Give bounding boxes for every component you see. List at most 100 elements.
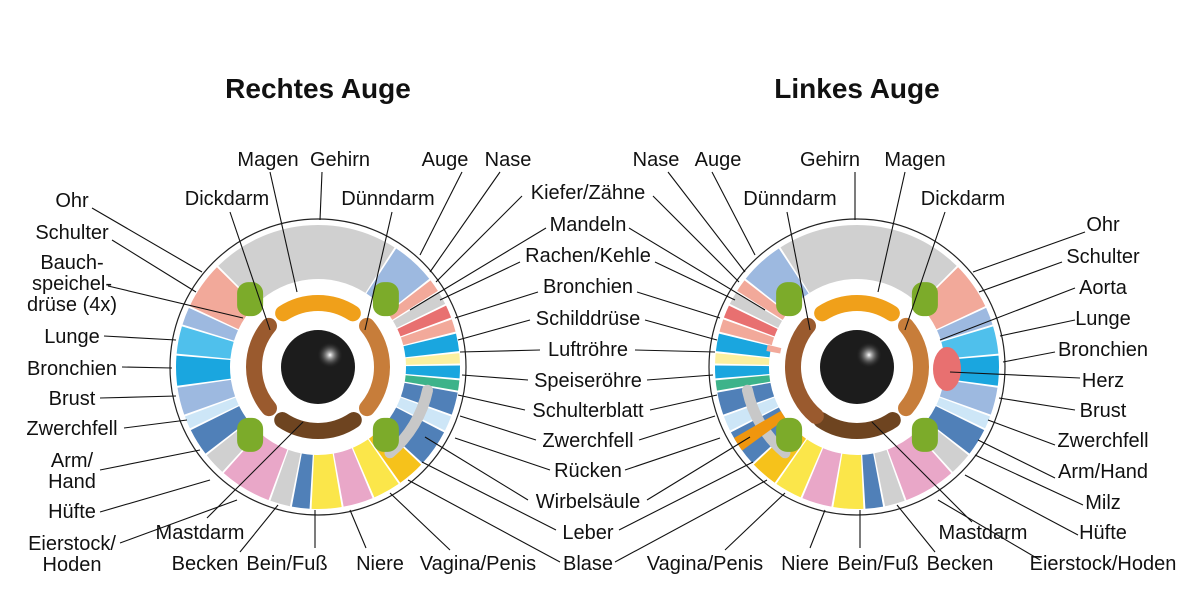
iris-zone-segment bbox=[291, 453, 313, 509]
leader-line bbox=[618, 461, 754, 531]
intestine-arc-right bbox=[359, 317, 390, 417]
leader-line bbox=[459, 415, 537, 441]
leader-line bbox=[636, 291, 721, 319]
leader-line bbox=[407, 479, 561, 563]
leader-line bbox=[614, 479, 768, 563]
iris-zone-segment bbox=[397, 305, 452, 337]
organ-label: Brust bbox=[1080, 400, 1127, 422]
leader-line bbox=[638, 415, 716, 441]
leader-line bbox=[877, 171, 906, 293]
iris-zone-segment bbox=[403, 333, 460, 358]
leader-line bbox=[107, 285, 244, 319]
shared-organ-label: Rücken bbox=[554, 460, 622, 482]
leader-line bbox=[896, 504, 936, 553]
organ-label: Vagina/Penis bbox=[647, 553, 763, 575]
lymph-zone bbox=[776, 282, 803, 317]
organ-label: Milz bbox=[1085, 492, 1121, 514]
organ-label: Lunge bbox=[1075, 308, 1131, 330]
iris-zone-segment bbox=[176, 326, 234, 359]
iris-zone-segment bbox=[333, 448, 373, 507]
leader-line bbox=[978, 261, 1063, 293]
organ-label: Becken bbox=[172, 553, 239, 575]
organ-label: Ohr bbox=[55, 190, 89, 212]
iris-zone-segment bbox=[737, 280, 788, 320]
leader-line bbox=[364, 211, 393, 331]
iris-zone-segment bbox=[352, 439, 399, 498]
organ-label: Bein/Fuß bbox=[246, 553, 327, 575]
leader-line bbox=[972, 231, 1086, 273]
leader-line bbox=[389, 492, 451, 551]
leader-line bbox=[711, 171, 756, 256]
left-eye bbox=[708, 218, 1006, 516]
organ-label: Herz bbox=[1082, 370, 1124, 392]
pupil-highlight bbox=[856, 342, 882, 368]
iris-zone-segment bbox=[405, 365, 460, 379]
organ-label: Hüfte bbox=[48, 501, 96, 523]
leader-line bbox=[99, 395, 177, 399]
organ-label: Magen bbox=[884, 149, 945, 171]
iris-zone-segment bbox=[936, 397, 991, 429]
organ-label: Becken bbox=[927, 553, 994, 575]
pupil-highlight bbox=[317, 342, 343, 368]
iris-zone-segment bbox=[729, 292, 783, 328]
leader-line bbox=[269, 171, 298, 293]
iris-zone-segment bbox=[177, 379, 236, 415]
iris-zone-segment bbox=[400, 319, 456, 346]
leader-line bbox=[111, 239, 197, 293]
shared-organ-label: Wirbelsäule bbox=[536, 491, 640, 513]
leader-line bbox=[628, 227, 766, 311]
leader-line bbox=[454, 291, 539, 319]
leader-line bbox=[123, 419, 188, 429]
organ-label: Mastdarm bbox=[939, 522, 1028, 544]
organ-label: Vagina/Penis bbox=[420, 553, 536, 575]
iris-zone-segment bbox=[723, 305, 778, 337]
iris-zone-segment bbox=[404, 375, 460, 391]
shared-organ-label: Zwerchfell bbox=[542, 430, 633, 452]
organ-label: Mastdarm bbox=[156, 522, 245, 544]
leader-line bbox=[319, 171, 323, 221]
leader-line bbox=[454, 437, 551, 471]
organ-label: Gehirn bbox=[310, 149, 370, 171]
leader-line bbox=[634, 349, 716, 353]
leader-line bbox=[646, 374, 714, 381]
iris-zone-segment bbox=[941, 326, 999, 359]
iris-zone-segment bbox=[182, 307, 238, 341]
organ-label: Dünndarm bbox=[341, 188, 434, 210]
shared-organ-label: Mandeln bbox=[550, 214, 627, 236]
iris-zone-segment bbox=[776, 439, 823, 498]
organ-label: Hand bbox=[48, 471, 96, 493]
leader-line bbox=[998, 397, 1076, 411]
leader-line bbox=[724, 492, 786, 551]
lymph-zone bbox=[776, 417, 803, 452]
left-eye-title: Linkes Auge bbox=[774, 73, 939, 104]
leader-line bbox=[624, 437, 721, 471]
leader-line bbox=[999, 319, 1076, 337]
leader-line bbox=[206, 421, 304, 519]
iris-zone-segment bbox=[189, 267, 256, 330]
organ-label: Brust bbox=[49, 388, 96, 410]
shared-organ-label: Rachen/Kehle bbox=[525, 245, 651, 267]
organ-label: Dickdarm bbox=[185, 188, 269, 210]
intestine-arc-left bbox=[246, 317, 277, 417]
leader-line bbox=[421, 461, 557, 531]
intestine-arc-left bbox=[898, 317, 929, 417]
leader-line bbox=[937, 499, 1041, 561]
leader-line bbox=[1002, 351, 1056, 363]
stomach-arc bbox=[275, 295, 361, 322]
leader-line bbox=[987, 419, 1056, 446]
leader-line bbox=[654, 261, 736, 301]
organ-label: Ohr bbox=[1086, 214, 1120, 236]
organ-label: Auge bbox=[422, 149, 469, 171]
iris-zone-segment bbox=[833, 453, 864, 509]
organ-label: Bronchien bbox=[27, 358, 117, 380]
iris-zone-segment bbox=[715, 333, 772, 358]
lymph-zone bbox=[372, 282, 399, 317]
leader-line bbox=[904, 211, 946, 331]
leader-line bbox=[99, 449, 201, 471]
organ-label: Zwerchfell bbox=[26, 418, 117, 440]
shared-organ-label: Speiseröhre bbox=[534, 370, 642, 392]
shared-organ-label: Bronchien bbox=[543, 276, 633, 298]
leader-line bbox=[99, 479, 211, 513]
organ-label: Arm/ bbox=[51, 450, 94, 472]
